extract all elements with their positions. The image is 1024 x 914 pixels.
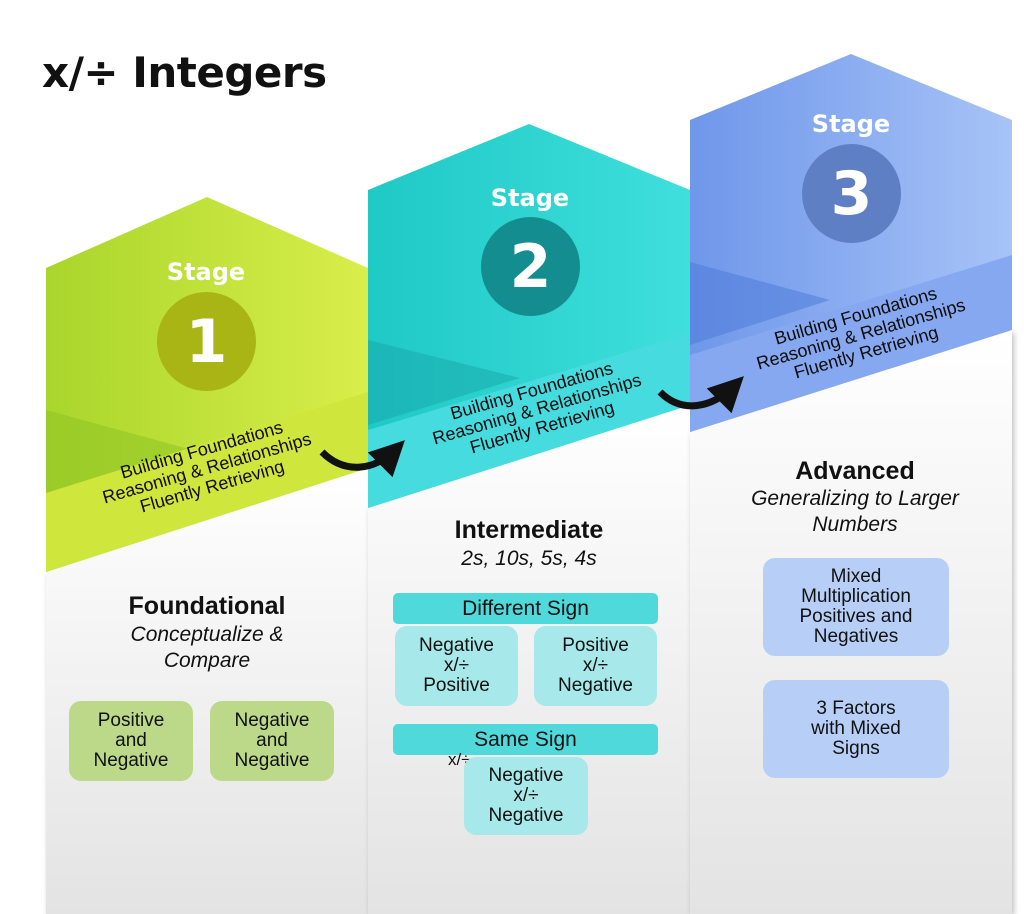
stage-2-level-subtitle: 2s, 10s, 5s, 4s bbox=[368, 546, 690, 572]
stage-1-number-badge: 1 bbox=[157, 292, 256, 391]
stage-1-level-subtitle: Conceptualize & Compare bbox=[46, 622, 368, 674]
stage-2-level-title: Intermediate bbox=[454, 516, 604, 544]
same-sign-header: Same Sign bbox=[393, 724, 658, 755]
card-positive-and-negative: Positive and Negative bbox=[69, 701, 193, 781]
subtitle-line: Generalizing to Larger bbox=[751, 487, 959, 510]
card-positive-times-negative: Positive x/÷ Negative bbox=[534, 626, 657, 706]
arrow-stage1-to-stage2 bbox=[319, 440, 405, 478]
arrow-stage2-to-stage3 bbox=[657, 376, 744, 414]
stage-3-level-title: Advanced bbox=[795, 457, 915, 485]
subtitle-line: Conceptualize & bbox=[130, 623, 284, 646]
page-title: x/÷ Integers bbox=[42, 48, 327, 97]
card-negative-times-positive: Negative x/÷ Positive bbox=[395, 626, 518, 706]
card-negative-and-negative: Negative and Negative bbox=[210, 701, 334, 781]
stage-3-number-badge: 3 bbox=[802, 144, 901, 243]
stage-1-level-title: Foundational bbox=[128, 592, 286, 620]
stage-1-label: Stage bbox=[166, 258, 246, 286]
different-sign-header: Different Sign bbox=[393, 593, 658, 624]
subtitle-line: 2s, 10s, 5s, 4s bbox=[461, 547, 597, 570]
card-mixed-multiplication: Mixed Multiplication Positives and Negat… bbox=[763, 558, 949, 656]
card-three-factors-mixed-signs: 3 Factors with Mixed Signs bbox=[763, 680, 949, 778]
stage-1-column bbox=[46, 197, 368, 914]
stage-3-level-subtitle: Generalizing to Larger Numbers bbox=[694, 486, 1016, 538]
card-negative-times-negative: Negative x/÷ Negative bbox=[464, 757, 588, 835]
subtitle-line: Compare bbox=[163, 649, 251, 672]
stage-3-label: Stage bbox=[811, 110, 891, 138]
stage-2-column bbox=[368, 124, 690, 914]
stage-2-label: Stage bbox=[490, 184, 570, 212]
stage-2-number-badge: 2 bbox=[481, 217, 580, 316]
subtitle-line: Numbers bbox=[812, 513, 898, 536]
